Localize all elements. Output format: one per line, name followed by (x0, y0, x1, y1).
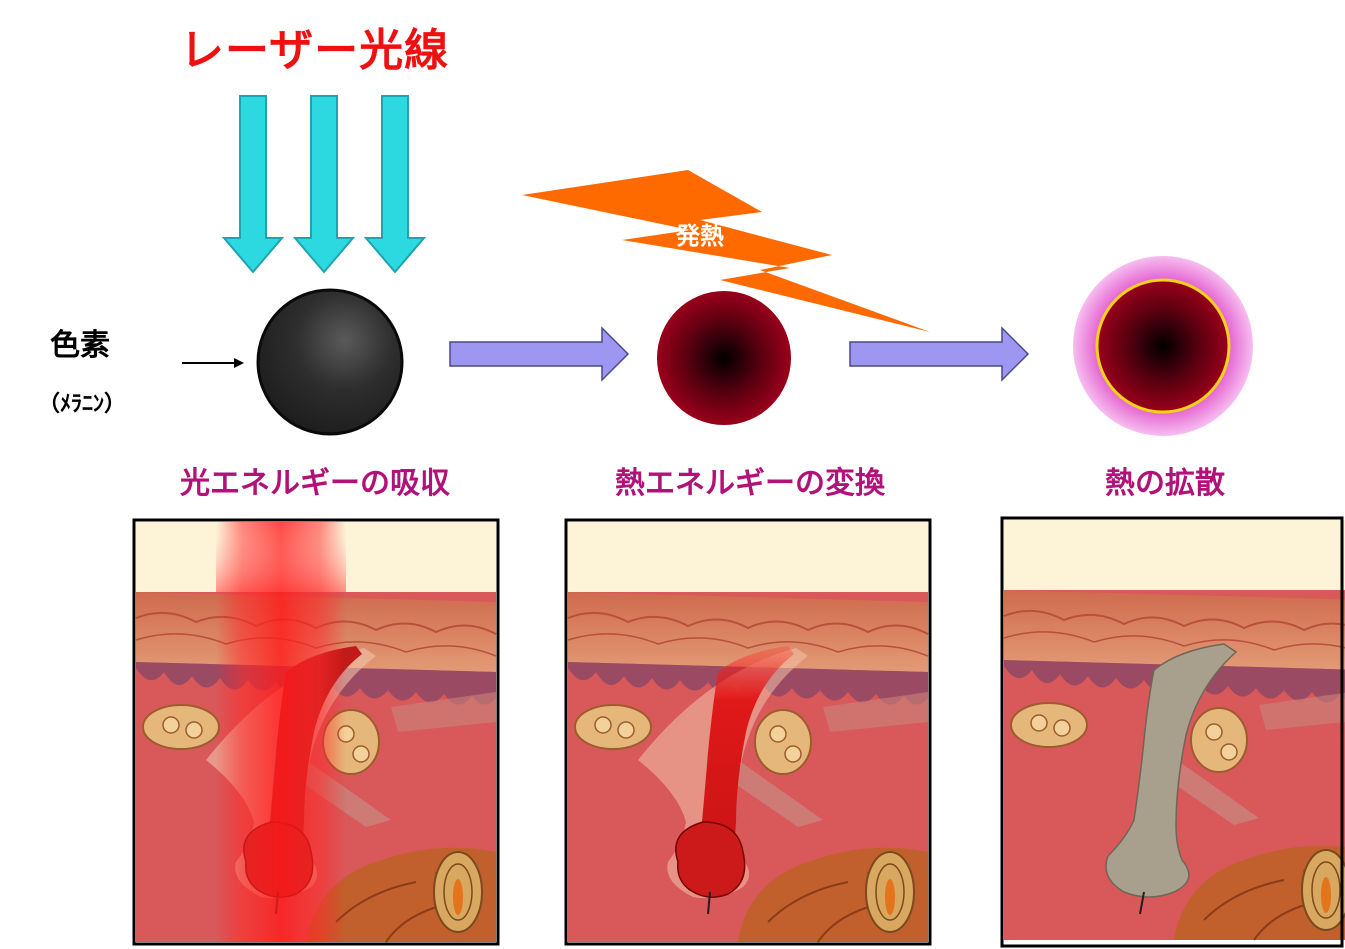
process-arrow-icon (449, 326, 630, 382)
panel-frame (564, 518, 932, 946)
pigment-sublabel: （ﾒﾗﾆﾝ） (38, 392, 127, 417)
pointer-arrow-icon (182, 358, 244, 368)
diagram-title: レーザー光線 (180, 25, 450, 76)
laser-arrows (221, 95, 427, 274)
step-caption-conversion: 熱エネルギーの変換 (615, 466, 885, 501)
laser-arrow-icon (292, 95, 356, 274)
step-caption-diffusion: 熱の拡散 (1105, 466, 1225, 501)
panel-frame (1000, 516, 1344, 948)
process-arrow-icon (849, 326, 1030, 382)
heat-label: 発熱 (676, 222, 724, 250)
diffused-pigment (1095, 278, 1231, 414)
pigment-label: 色素 (50, 328, 110, 363)
skin-panel-conversion (567, 521, 929, 943)
melanin-pigment (256, 288, 404, 436)
step-caption-absorption: 光エネルギーの吸収 (180, 466, 450, 501)
laser-arrow-icon (363, 95, 427, 274)
panel-frame (132, 518, 500, 946)
heated-pigment (657, 291, 791, 425)
laser-arrow-icon (221, 95, 285, 274)
skin-panel-diffusion (1003, 519, 1345, 941)
lightning-bolt-icon (522, 170, 930, 332)
skin-panel-absorption (135, 521, 497, 943)
